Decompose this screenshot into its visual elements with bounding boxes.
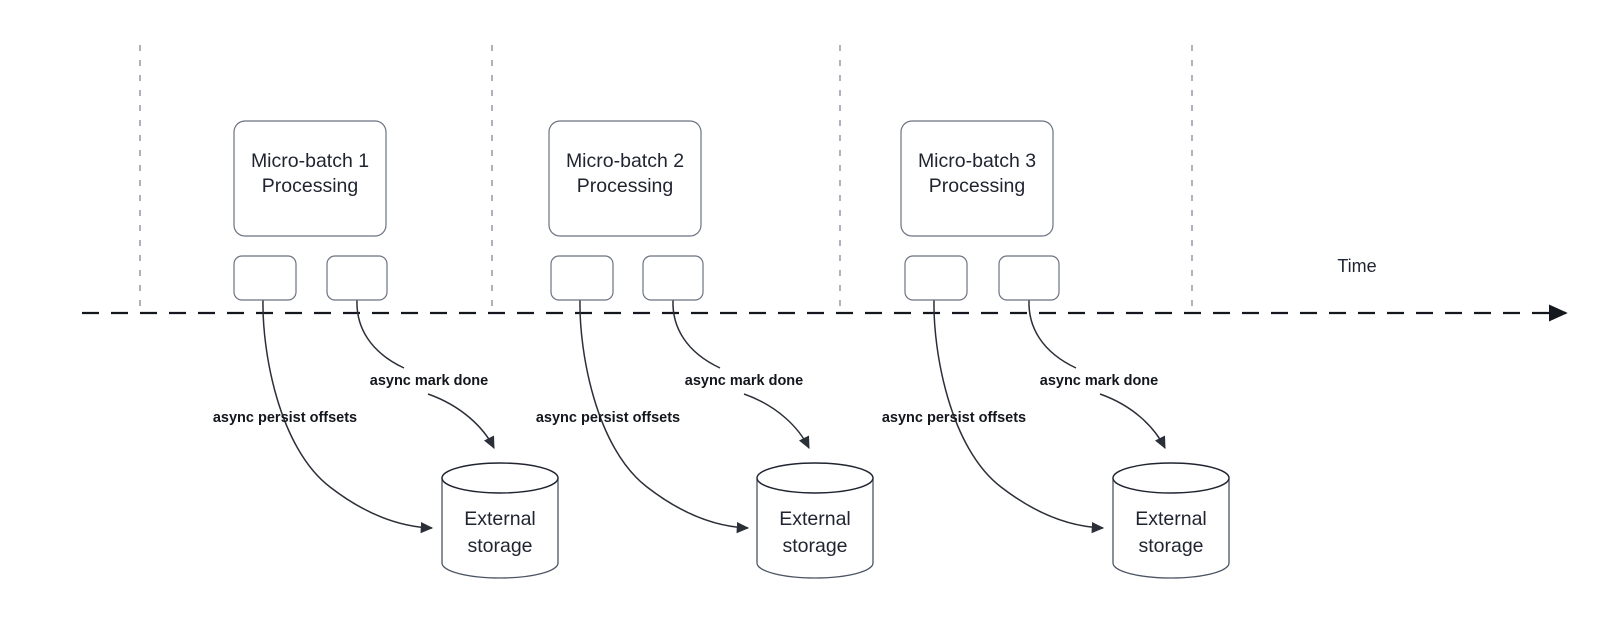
task-box-task-2a[interactable]: [550, 255, 614, 301]
storage-label-micro-batch-1: storage: [467, 535, 532, 557]
edge-labels-group: async persist offsets async mark done asyn…: [213, 373, 1158, 426]
task-box-task-3b[interactable]: [998, 255, 1060, 301]
edge-mark-done-3-tail: [1099, 393, 1166, 450]
storage-label-micro-batch-2: External: [779, 508, 851, 530]
storage-label-micro-batch-3: storage: [1138, 535, 1203, 557]
process-box-micro-batch-1[interactable]: [233, 120, 387, 237]
storage-cylinder-body-micro-batch-3[interactable]: [1112, 477, 1230, 579]
task-box-task-1b[interactable]: [326, 255, 388, 301]
edge-mark-done-2-head: [672, 299, 721, 369]
edge-persist-offsets-2: [579, 299, 750, 534]
task-box-task-2b[interactable]: [642, 255, 704, 301]
edge-label-persist-offsets-3: async persist offsets: [882, 410, 1026, 426]
timeline-axis-group: Time: [82, 256, 1568, 322]
edge-mark-done-3-head: [1028, 299, 1077, 369]
time-axis-label: Time: [1337, 256, 1376, 276]
process-box-label-micro-batch-1: Processing: [262, 175, 358, 197]
edge-label-persist-offsets-1: async persist offsets: [213, 410, 357, 426]
storage-label-micro-batch-3: External: [1135, 508, 1207, 530]
edge-mark-done-1-head: [356, 299, 405, 369]
storage-cylinder-top-micro-batch-1: [441, 462, 559, 494]
edge-persist-offsets-1: [262, 299, 434, 534]
edge-label-persist-offsets-2: async persist offsets: [536, 410, 680, 426]
edge-persist-offsets-3: [933, 299, 1105, 534]
edge-mark-done-2-tail: [743, 393, 810, 450]
storage-cylinder-top-micro-batch-2: [756, 462, 874, 494]
process-box-micro-batch-2[interactable]: [548, 120, 702, 237]
storage-label-micro-batch-2: storage: [782, 535, 847, 557]
edge-label-mark-done-2: async mark done: [685, 373, 803, 389]
process-box-label-micro-batch-2: Micro-batch 2: [566, 150, 684, 172]
storage-cylinder-top-micro-batch-3: [1112, 462, 1230, 494]
edge-label-mark-done-1: async mark done: [370, 373, 488, 389]
task-box-task-3a[interactable]: [904, 255, 968, 301]
storage-cylinder-body-micro-batch-2[interactable]: [756, 477, 874, 579]
process-box-label-micro-batch-3: Processing: [929, 175, 1025, 197]
process-box-label-micro-batch-1: Micro-batch 1: [251, 150, 369, 172]
edge-mark-done-1-tail: [427, 393, 495, 450]
storage-label-micro-batch-1: External: [464, 508, 536, 530]
process-box-label-micro-batch-3: Micro-batch 3: [918, 150, 1036, 172]
task-box-task-1a[interactable]: [233, 255, 297, 301]
storage-cylinder-body-micro-batch-1[interactable]: [441, 477, 559, 579]
edges-group: [262, 299, 1166, 534]
process-box-label-micro-batch-2: Processing: [577, 175, 673, 197]
process-box-micro-batch-3[interactable]: [900, 120, 1054, 237]
edge-label-mark-done-3: async mark done: [1040, 373, 1158, 389]
